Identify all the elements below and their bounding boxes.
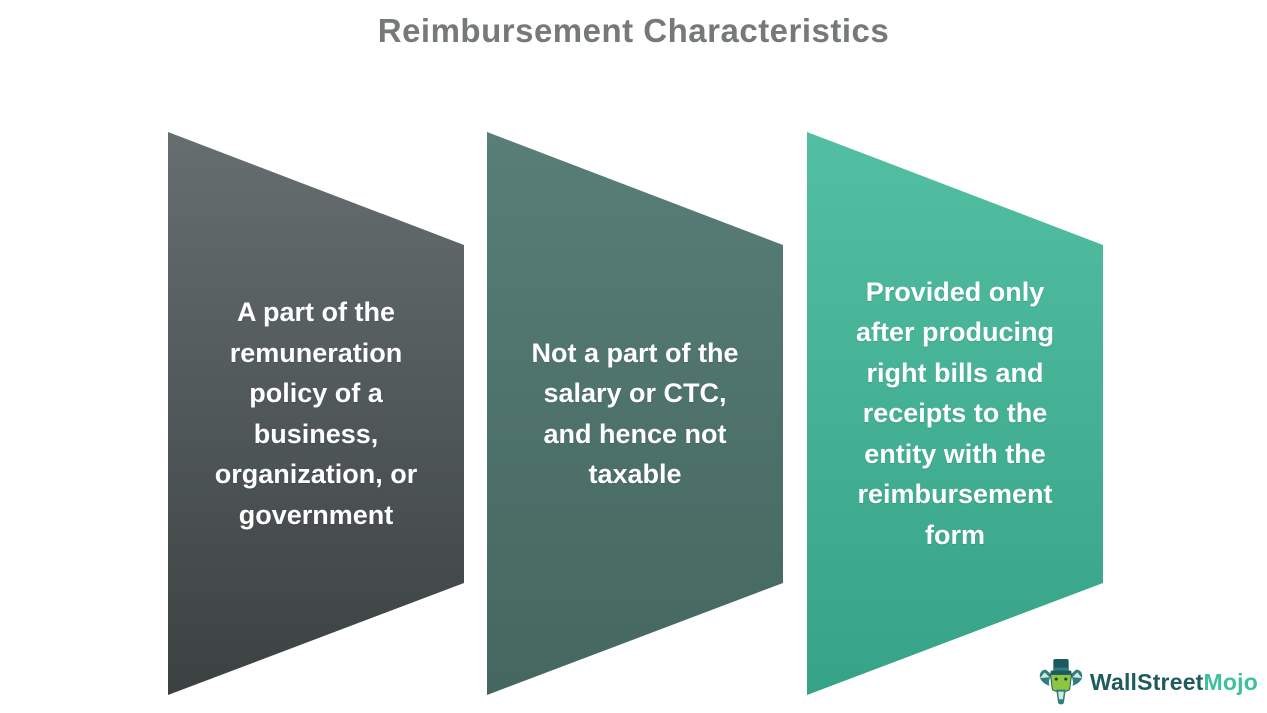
- characteristic-card-2: Not a part of the salary or CTC, and hen…: [487, 132, 783, 695]
- characteristic-card-3: Provided only after producing right bill…: [807, 132, 1103, 695]
- wordmark-mojo: Mojo: [1203, 668, 1258, 695]
- bull-mascot-icon: [1039, 659, 1083, 705]
- wallstreetmojo-wordmark: WallStreetMojo: [1090, 669, 1258, 696]
- characteristic-card-2-text: Not a part of the salary or CTC, and hen…: [531, 337, 739, 490]
- characteristic-card-1-text: A part of the remuneration policy of a b…: [214, 297, 418, 530]
- characteristic-card-1: A part of the remuneration policy of a b…: [168, 132, 464, 695]
- page-title: Reimbursement Characteristics: [377, 12, 890, 49]
- wallstreetmojo-logo: WallStreetMojo: [1038, 657, 1258, 707]
- wordmark-wallstreet: WallStreet: [1089, 668, 1204, 695]
- characteristic-card-3-text: Provided only after producing right bill…: [855, 276, 1054, 550]
